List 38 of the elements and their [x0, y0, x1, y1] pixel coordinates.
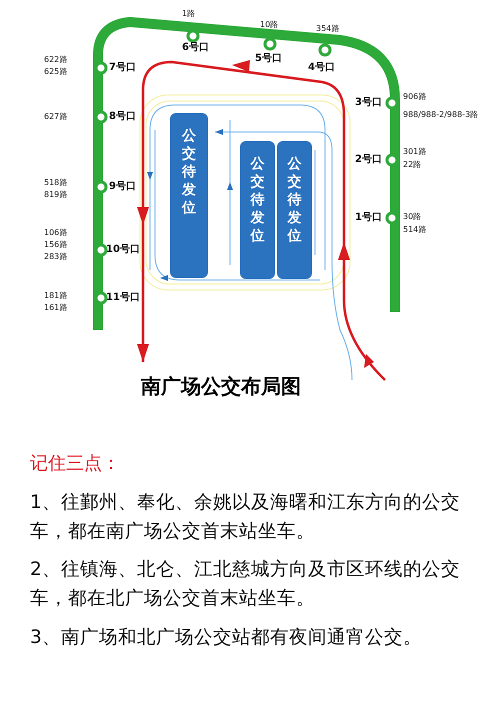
route-number: 988/988-2/988-3路 [403, 111, 478, 119]
route-number: 22路 [403, 161, 422, 169]
gate-label: 4号口 [308, 63, 335, 73]
gate-label: 2号口 [355, 155, 382, 165]
gate-label: 8号口 [109, 112, 136, 122]
route-number: 622路 [44, 56, 68, 64]
route-number: 106路 [44, 229, 68, 237]
bus-bay: 公交待发位 [170, 113, 208, 278]
route-number: 30路 [403, 213, 422, 221]
gate-label: 7号口 [109, 63, 136, 73]
gate-label: 5号口 [255, 54, 282, 64]
route-number: 627路 [44, 113, 68, 121]
note-text: 2、往镇海、北仑、江北慈城方向及市区环线的公交车，都在北广场公交首末站坐车。 [30, 558, 461, 611]
note-text: 3、南广场和北广场公交站都有夜间通宵公交。 [30, 626, 423, 650]
note-text: 1、往鄞州、奉化、余姚以及海曙和江东方向的公交车，都在南广场公交首末站坐车。 [30, 491, 461, 544]
route-number: 819路 [44, 191, 68, 199]
route-number: 156路 [44, 241, 68, 249]
route-number: 625路 [44, 68, 68, 76]
route-number: 518路 [44, 179, 68, 187]
route-number: 301路 [403, 148, 426, 156]
bus-bay: 公交待发位 [240, 141, 275, 279]
gate-label: 1号口 [355, 213, 382, 223]
route-number: 161路 [44, 304, 68, 312]
route-number: 181路 [44, 292, 68, 300]
gate-label: 11号口 [106, 293, 140, 303]
route-number: 906路 [403, 93, 426, 101]
diagram-title: 南广场公交布局图 [141, 376, 301, 396]
gate-label: 6号口 [182, 43, 209, 53]
route-number: 10路 [260, 21, 278, 29]
route-number: 354路 [316, 25, 340, 33]
gate-label: 10号口 [106, 245, 140, 255]
gate-label: 9号口 [109, 182, 136, 192]
note-heading: 记住三点： [30, 455, 120, 473]
bus-bay: 公交待发位 [277, 141, 312, 279]
route-number: 283路 [44, 253, 68, 261]
route-number: 1路 [182, 10, 196, 18]
gate-label: 3号口 [355, 98, 382, 108]
route-number: 514路 [403, 226, 426, 234]
